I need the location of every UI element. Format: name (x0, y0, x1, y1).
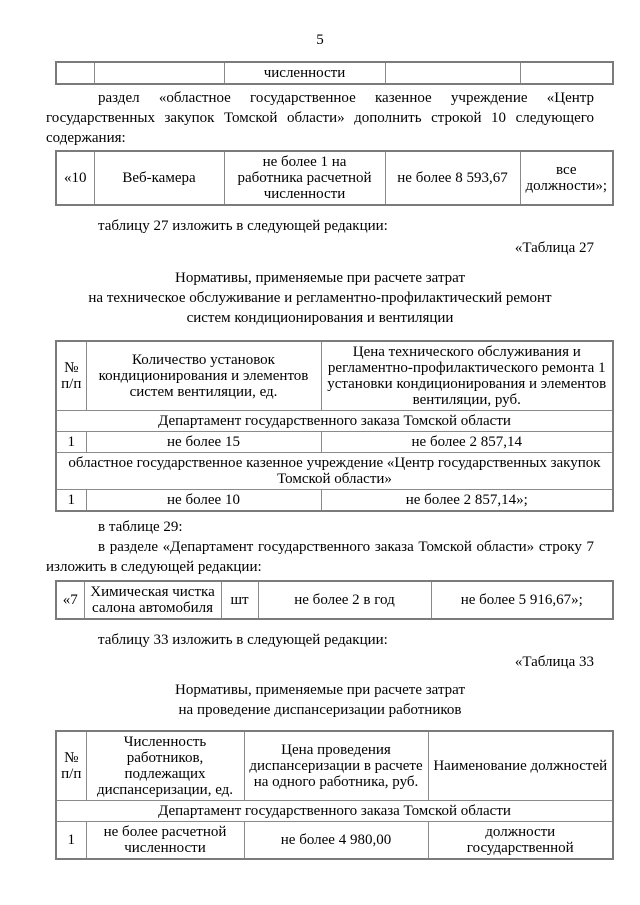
data-cell (93, 61, 225, 85)
paragraph-amendment-row7: в разделе «Департамент государственного … (46, 539, 594, 575)
section-row: Департамент государственного заказа Томс… (55, 800, 614, 822)
amended-row-7-table: «7 Химическая чистка салона автомобиля ш… (55, 580, 614, 620)
table-27-title-line: Нормативы, применяемые при расчете затра… (174, 270, 466, 286)
data-cell: не более 8 593,67 (384, 150, 521, 206)
header-cell: Цена технического обслуживания и регламе… (320, 340, 614, 411)
table-33-caption: «Таблица 33 (514, 654, 594, 670)
table-header-row: № п/п Количество установок кондициониров… (55, 340, 614, 411)
data-cell: не более 10 (85, 489, 322, 512)
data-cell: не более 2 в год (257, 580, 432, 620)
data-cell: шт (220, 580, 259, 620)
table-33-title-line: на проведение диспансеризации работников (178, 702, 462, 718)
row-number-cell: 1 (55, 489, 87, 512)
table-continuation-fragment: численности (55, 61, 614, 85)
header-cell: № п/п (55, 340, 87, 411)
paragraph-amendment-row10: раздел «областное государственное казенн… (46, 90, 594, 146)
header-cell: Количество установок кондиционирования и… (85, 340, 322, 411)
table-row: «10 Веб-камера не более 1 на работника р… (55, 150, 614, 206)
table-row: численности (55, 61, 614, 85)
header-cell: Наименование должностей (427, 730, 614, 801)
table-27-title: Нормативы, применяемые при расчете затра… (46, 268, 594, 328)
data-cell: не более 4 980,00 (243, 821, 429, 860)
row-number-cell: «7 (55, 580, 85, 620)
header-cell: № п/п (55, 730, 87, 801)
table-33-title-line: Нормативы, применяемые при расчете затра… (174, 682, 466, 698)
data-cell: не более 15 (85, 431, 322, 453)
data-cell: Химическая чистка салона автомобиля (83, 580, 222, 620)
page-number: 5 (316, 32, 324, 48)
section-cell: Департамент государственного заказа Томс… (55, 410, 614, 432)
table-row: 1 не более расчетной численности не боле… (55, 821, 614, 860)
section-row: Департамент государственного заказа Томс… (55, 410, 614, 432)
data-cell: не более 5 916,67»; (430, 580, 614, 620)
header-cell: Численность работников, подлежащих диспа… (85, 730, 245, 801)
data-cell (55, 61, 95, 85)
data-cell (384, 61, 521, 85)
table-27: № п/п Количество установок кондициониров… (55, 340, 614, 512)
table-27-title-line: на техническое обслуживание и регламентн… (88, 290, 552, 306)
data-cell: численности (223, 61, 386, 85)
paragraph-table29-intro: в таблице 29: (98, 519, 183, 535)
table-27-caption: «Таблица 27 (514, 240, 594, 256)
data-cell: не более расчетной численности (85, 821, 245, 860)
row-number-cell: 1 (55, 821, 87, 860)
section-cell: областное государственное казенное учреж… (55, 452, 614, 490)
data-cell: не более 1 на работника расчетной числен… (223, 150, 386, 206)
section-cell: Департамент государственного заказа Томс… (55, 800, 614, 822)
paragraph-table27-intro: таблицу 27 изложить в следующей редакции… (98, 218, 388, 234)
data-cell (519, 61, 614, 85)
row-number-cell: 1 (55, 431, 87, 453)
table-33: № п/п Численность работников, подлежащих… (55, 730, 614, 860)
table-row: «7 Химическая чистка салона автомобиля ш… (55, 580, 614, 620)
row-number-cell: «10 (55, 150, 95, 206)
table-33-title: Нормативы, применяемые при расчете затра… (46, 680, 594, 720)
table-row: 1 не более 10 не более 2 857,14»; (55, 489, 614, 512)
data-cell: все должности»; (519, 150, 614, 206)
table-header-row: № п/п Численность работников, подлежащих… (55, 730, 614, 801)
amended-row-10-table: «10 Веб-камера не более 1 на работника р… (55, 150, 614, 206)
data-cell: должности государственной (427, 821, 614, 860)
table-row: 1 не более 15 не более 2 857,14 (55, 431, 614, 453)
data-cell: не более 2 857,14»; (320, 489, 614, 512)
paragraph-table33-intro: таблицу 33 изложить в следующей редакции… (98, 632, 388, 648)
table-27-title-line: систем кондиционирования и вентиляции (186, 310, 454, 326)
header-cell: Цена проведения диспансеризации в расчет… (243, 730, 429, 801)
section-row: областное государственное казенное учреж… (55, 452, 614, 490)
data-cell: не более 2 857,14 (320, 431, 614, 453)
data-cell: Веб-камера (93, 150, 225, 206)
